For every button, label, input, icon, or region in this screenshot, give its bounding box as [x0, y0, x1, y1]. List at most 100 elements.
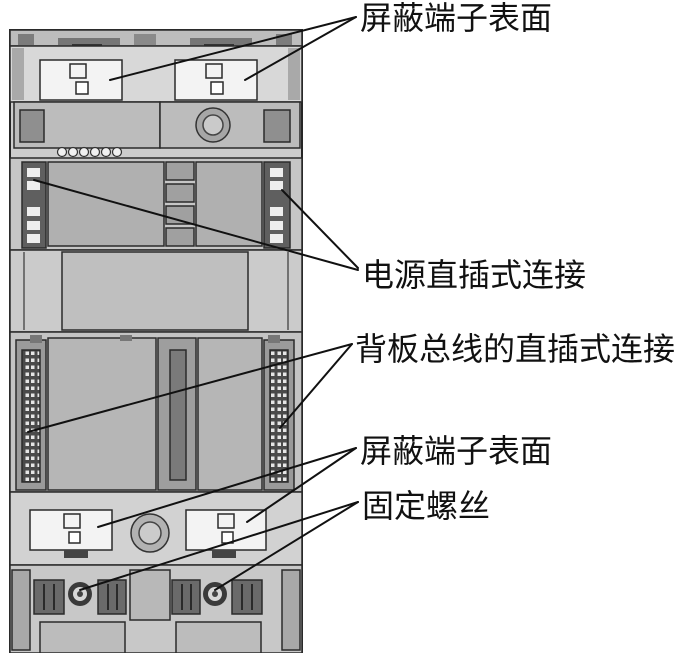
label-shield-bottom: 屏蔽端子表面: [360, 432, 552, 470]
backplane-row: [9, 331, 303, 493]
top-right-side-wall: [288, 48, 300, 100]
connector-contact: [270, 221, 283, 230]
label-fixing-screws: 固定螺丝: [362, 487, 490, 525]
leader-lines: [27, 16, 359, 591]
leader-shield-bottom-right: [246, 447, 357, 523]
backplane-connector-right: [263, 335, 295, 491]
power-connector-row: [9, 157, 303, 251]
bottom-corner-left: [11, 569, 31, 651]
latch-body: [97, 579, 127, 615]
terminal-tab: [212, 550, 236, 558]
latch-right-inner: [171, 579, 201, 615]
terminal-contact: [75, 81, 89, 95]
terminal-body: [39, 59, 123, 101]
module-body: [9, 29, 303, 653]
connector-contact: [27, 207, 40, 216]
leader-backplane-right: [279, 343, 353, 429]
fixing-screw-left: [68, 582, 92, 606]
top-tab-left: [18, 34, 34, 48]
leader-power-left: [33, 179, 359, 271]
connector-contact: [27, 221, 40, 230]
upper-left-dark-block: [19, 109, 45, 143]
connector-contact: [27, 168, 40, 177]
bottom-foot-left: [39, 621, 126, 653]
backplane-panel-right: [197, 337, 263, 491]
middle-section: [9, 249, 303, 333]
latch-left-inner: [97, 579, 127, 615]
lower-screw-hole-inner: [138, 521, 162, 545]
upper-screw-hole-inner: [202, 114, 224, 136]
leader-power-right: [281, 189, 359, 269]
connector-clip: [268, 335, 280, 343]
bottom-corner-right: [281, 569, 301, 651]
backplane-connector-left: [15, 335, 47, 491]
connector-contact: [270, 207, 283, 216]
leader-screw-left: [79, 501, 359, 591]
connector-contact: [270, 181, 283, 190]
column-segment: [165, 161, 195, 181]
terminal-clamp: [217, 513, 235, 529]
label-backplane-connection: 背板总线的直插式连接: [355, 330, 675, 368]
label-power-connection: 电源直插式连接: [362, 256, 586, 294]
bead: [67, 146, 79, 158]
bottom-section: [9, 564, 303, 653]
bottom-foot-right: [175, 621, 262, 653]
leader-shield-top-right: [244, 16, 357, 81]
latch-body: [33, 579, 65, 615]
bead: [78, 146, 90, 158]
bead: [100, 146, 112, 158]
terminal-clamp: [205, 63, 223, 79]
connector-clip: [30, 335, 42, 343]
top-shield-area: [9, 45, 303, 103]
latch-right-outer: [231, 579, 263, 615]
leader-shield-top-left: [109, 16, 357, 81]
terminal-clamp: [63, 513, 81, 529]
terminal-tab: [64, 550, 88, 558]
contact-beads: [56, 146, 123, 158]
leader-shield-bottom-left: [97, 447, 357, 528]
bead: [111, 146, 123, 158]
power-panel-right: [195, 161, 263, 247]
middle-cover-plate: [61, 251, 249, 331]
connector-pins: [21, 349, 41, 483]
screw-center: [77, 591, 83, 597]
backplane-panel-tab: [120, 335, 132, 341]
screw-center: [212, 591, 218, 597]
top-left-side-wall: [12, 48, 24, 100]
backplane-panel-left: [47, 337, 157, 491]
column-segment: [165, 227, 195, 247]
connector-contact: [27, 181, 40, 190]
upper-blocks: [13, 101, 301, 149]
terminal-contact: [68, 531, 81, 544]
connector-contact: [27, 234, 40, 243]
shield-terminal-top-left: [39, 59, 123, 101]
bead: [56, 146, 68, 158]
latch-left-outer: [33, 579, 65, 615]
connector-pins: [269, 349, 289, 483]
power-connector-left: [21, 161, 47, 249]
terminal-body: [29, 509, 113, 551]
callout-labels: 屏蔽端子表面 电源直插式连接 背板总线的直插式连接 屏蔽端子表面 固定螺丝: [355, 0, 675, 525]
terminal-clamp: [69, 63, 87, 79]
backplane-slot-inner: [169, 349, 187, 481]
top-tab-center: [134, 34, 156, 48]
power-panel-left: [47, 161, 165, 247]
bottom-center-block: [129, 569, 171, 621]
connector-contact: [270, 168, 283, 177]
power-connector-right: [263, 161, 291, 249]
leader-screw-right: [214, 501, 359, 591]
top-tab-right: [276, 34, 292, 48]
latch-body: [171, 579, 201, 615]
shield-terminal-bottom-left: [29, 509, 113, 558]
fixing-screw-right: [203, 582, 227, 606]
latch-body: [231, 579, 263, 615]
bead: [89, 146, 101, 158]
terminal-contact: [210, 81, 224, 95]
label-shield-top: 屏蔽端子表面: [360, 0, 552, 37]
upper-right-dark-block: [263, 109, 291, 143]
leader-backplane-left: [27, 343, 353, 433]
connector-contact: [270, 234, 283, 243]
column-segment: [165, 183, 195, 203]
shield-terminal-top-right: [174, 59, 258, 101]
